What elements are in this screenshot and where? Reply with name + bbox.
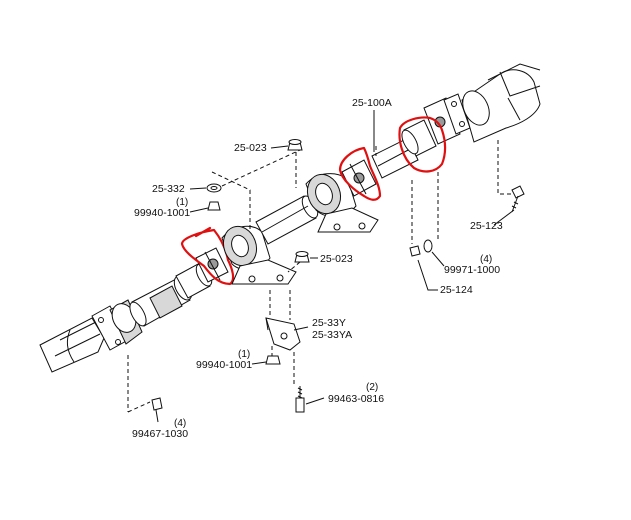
bolt-99463-0816 <box>295 386 305 413</box>
nut-99940-1001-lower <box>265 355 281 365</box>
label-99971-1000: 99971-1000 <box>444 264 500 276</box>
leader-lines <box>189 110 515 405</box>
shaft-segment-middle <box>255 195 319 245</box>
label-qty-1-b: (1) <box>238 349 250 360</box>
nut-99940-1001-top <box>207 201 221 211</box>
shaft-segment-rear <box>129 263 213 327</box>
rear-flange-yoke <box>91 299 143 351</box>
bolt-99467-1030 <box>151 397 163 423</box>
nut-25-023-top <box>287 139 303 151</box>
annotation-circle-middle-joint <box>338 146 382 201</box>
label-25-100A: 25-100A <box>352 97 392 109</box>
nut-25-023-mid <box>294 251 310 263</box>
label-qty-1-a: (1) <box>176 197 188 208</box>
annotation-circle-front-flange <box>398 116 447 173</box>
label-25-123: 25-123 <box>470 220 503 232</box>
label-25-332: 25-332 <box>152 183 185 195</box>
label-25-33Y: 25-33Y <box>312 317 346 329</box>
label-qty-4-a: (4) <box>174 418 186 429</box>
label-qty-4-b: (4) <box>480 254 492 265</box>
label-99940-1001-a: 99940-1001 <box>134 207 190 219</box>
front-center-bearing <box>305 173 379 233</box>
label-qty-2: (2) <box>366 382 378 393</box>
transmission-housing <box>461 63 541 143</box>
label-25-023-top: 25-023 <box>234 142 267 154</box>
rear-universal-joint <box>195 247 229 283</box>
bolt-25-123 <box>511 185 525 213</box>
label-99467-1030: 99467-1030 <box>132 428 188 440</box>
shaft-segment-front <box>371 119 437 179</box>
label-25-33YA: 25-33YA <box>312 329 352 341</box>
rear-center-bearing <box>221 225 297 285</box>
assembly-dash-lines <box>127 140 512 413</box>
label-99940-1001-b: 99940-1001 <box>196 359 252 371</box>
label-99463-0816: 99463-0816 <box>328 393 384 405</box>
bracket-25-33Y <box>265 317 301 351</box>
label-25-023-mid: 25-023 <box>320 253 353 265</box>
washer-99971-1000 <box>423 239 433 253</box>
nut-25-124 <box>409 245 421 257</box>
washer-25-332 <box>206 183 222 193</box>
rear-differential-housing <box>39 317 105 373</box>
label-25-124: 25-124 <box>440 284 473 296</box>
annotation-circle-rear-joint <box>180 226 235 286</box>
